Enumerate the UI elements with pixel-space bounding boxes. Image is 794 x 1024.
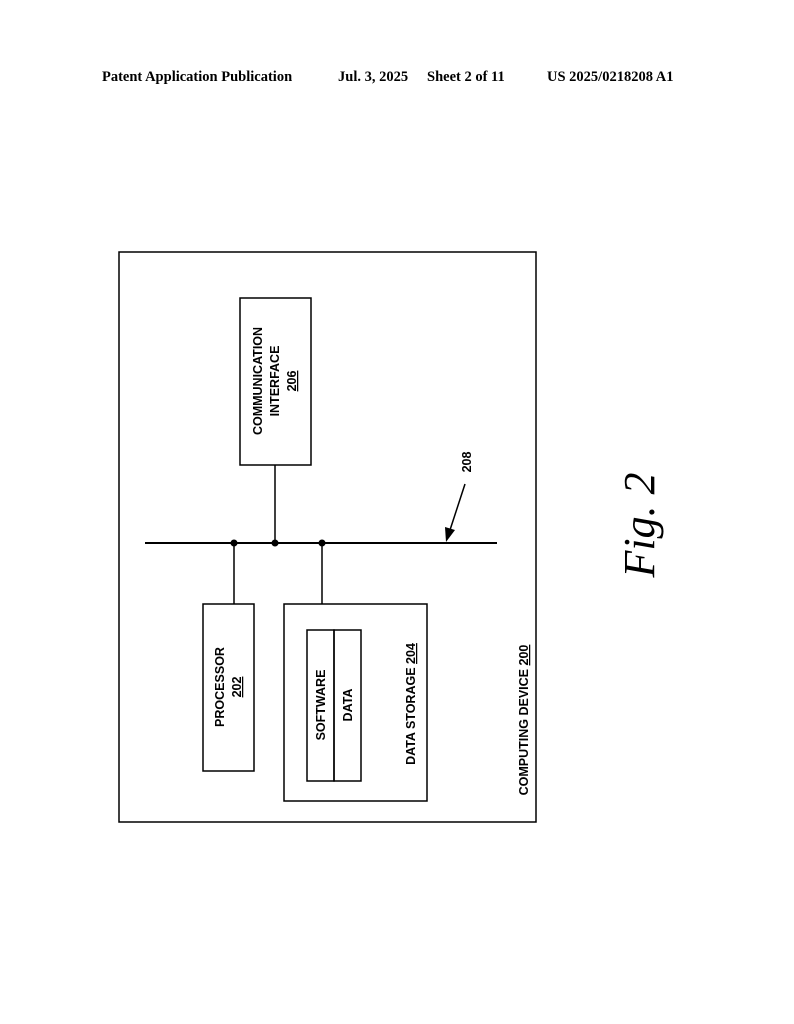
patent-number: US 2025/0218208 A1: [547, 69, 674, 85]
bus-ref-label: 208: [460, 452, 474, 473]
processor-label: PROCESSOR: [213, 647, 227, 727]
sheet-number: Sheet 2 of 11: [427, 69, 505, 85]
bus-leader-line: [449, 483, 466, 531]
communication-interface-line1: COMMUNICATION: [251, 327, 265, 435]
data-label: DATA: [341, 689, 355, 722]
processor-ref: 202: [230, 677, 244, 698]
processor-box: [202, 603, 255, 772]
software-label: SOFTWARE: [314, 670, 328, 741]
bus-leader-arrowhead: [445, 527, 455, 542]
computing-device-ref: 200: [517, 645, 531, 666]
communication-interface-line2: INTERFACE: [268, 346, 282, 417]
comm-junction: [271, 539, 279, 547]
storage-junction: [318, 539, 326, 547]
data-box: [333, 629, 362, 782]
publication-date: Jul. 3, 2025: [338, 69, 409, 85]
processor-junction: [230, 539, 238, 547]
data-storage-label: DATA STORAGE 204: [404, 643, 418, 765]
page-header: Patent Application Publication Jul. 3, 2…: [0, 69, 794, 89]
figure-label: Fig. 2: [615, 472, 664, 578]
data-storage-ref: 204: [404, 643, 418, 664]
computing-device-box: [118, 251, 537, 823]
communication-interface-ref: 206: [285, 371, 299, 392]
computing-device-label: COMPUTING DEVICE 200: [517, 645, 531, 796]
data-storage-box: [283, 603, 428, 802]
publication-title: Patent Application Publication: [102, 69, 293, 85]
